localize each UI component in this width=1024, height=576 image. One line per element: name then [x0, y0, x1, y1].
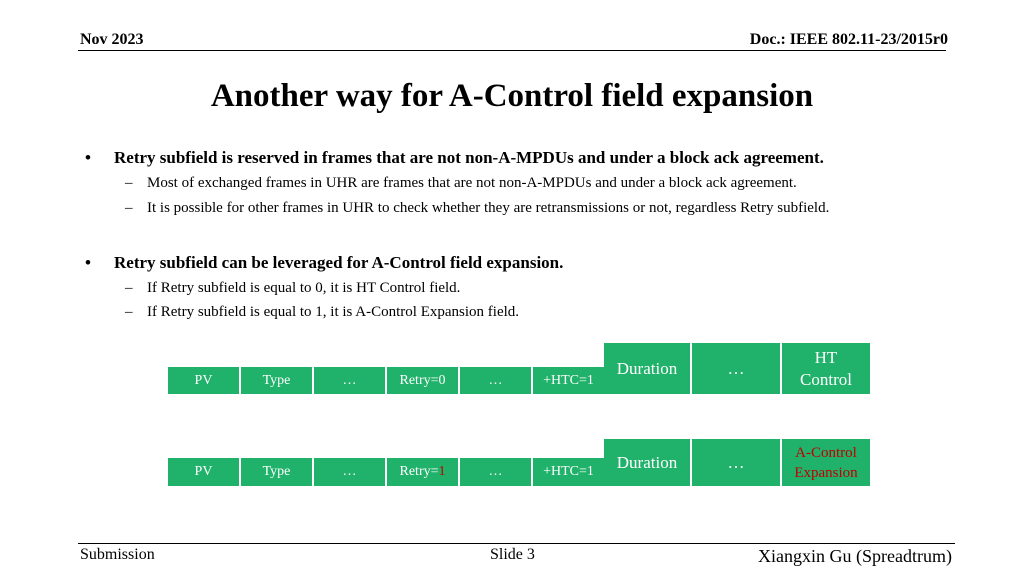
- frame1-ellipsis-cell: …: [314, 367, 385, 394]
- bullet-1-text: Retry subfield is reserved in frames tha…: [114, 148, 824, 167]
- bullet-2-text: Retry subfield can be leveraged for A-Co…: [114, 253, 564, 272]
- frame1-retry-cell: Retry=0: [387, 367, 458, 394]
- frame2-retry-cell: Retry=1: [387, 458, 458, 486]
- frame1-ht-control-cell: HT Control: [782, 343, 870, 394]
- frame2-pv-cell: PV: [168, 458, 239, 486]
- footer-author: Xiangxin Gu (Spreadtrum): [758, 546, 952, 566]
- frame2-duration-cell: Duration: [604, 439, 690, 486]
- frame1-duration-cell: Duration: [604, 343, 690, 394]
- a-control-line1: A-Control: [795, 444, 857, 461]
- sub-bullet-1-1-text: Most of exchanged frames in UHR are fram…: [147, 175, 797, 191]
- frame1-pv-cell: PV: [168, 367, 239, 394]
- sub-bullet-1-2-text: It is possible for other frames in UHR t…: [147, 200, 830, 216]
- a-control-line2: Expansion: [794, 464, 858, 481]
- ht-control-line1: HT: [814, 347, 838, 367]
- header-doc-id: Doc.: IEEE 802.11-23/2015r0: [749, 31, 948, 48]
- slide-title: Another way for A-Control field expansio…: [210, 78, 814, 114]
- dash-marker: –: [125, 304, 133, 320]
- ht-control-line2: Control: [800, 369, 852, 389]
- retry-label: Retry=: [399, 464, 439, 479]
- footer-submission: Submission: [80, 546, 155, 563]
- frame2-a-control-expansion-cell: A-Control Expansion: [782, 439, 870, 486]
- frame1-htc-cell: +HTC=1: [533, 367, 604, 394]
- frame1-ellipsis-cell: …: [460, 367, 531, 394]
- frame2-ellipsis-cell: …: [460, 458, 531, 486]
- footer-divider: [78, 543, 955, 544]
- sub-bullet-2-1-text: If Retry subfield is equal to 0, it is H…: [147, 280, 461, 296]
- frame1-ellipsis-cell: …: [692, 343, 780, 394]
- sub-bullet-2-2-text: If Retry subfield is equal to 1, it is A…: [147, 304, 520, 320]
- header-divider: [78, 50, 946, 51]
- frame1-type-cell: Type: [241, 367, 312, 394]
- frame2-ellipsis-cell: …: [314, 458, 385, 486]
- bullet-marker: •: [85, 148, 91, 167]
- dash-marker: –: [125, 175, 133, 191]
- frame2-type-cell: Type: [241, 458, 312, 486]
- frame2-htc-cell: +HTC=1: [533, 458, 604, 486]
- retry-value-highlight: 1: [438, 464, 446, 479]
- dash-marker: –: [125, 200, 133, 216]
- dash-marker: –: [125, 280, 133, 296]
- frame2-ellipsis-cell: …: [692, 439, 780, 486]
- footer-slide-number: Slide 3: [490, 546, 535, 563]
- header-date: Nov 2023: [80, 31, 144, 48]
- bullet-marker: •: [85, 253, 91, 272]
